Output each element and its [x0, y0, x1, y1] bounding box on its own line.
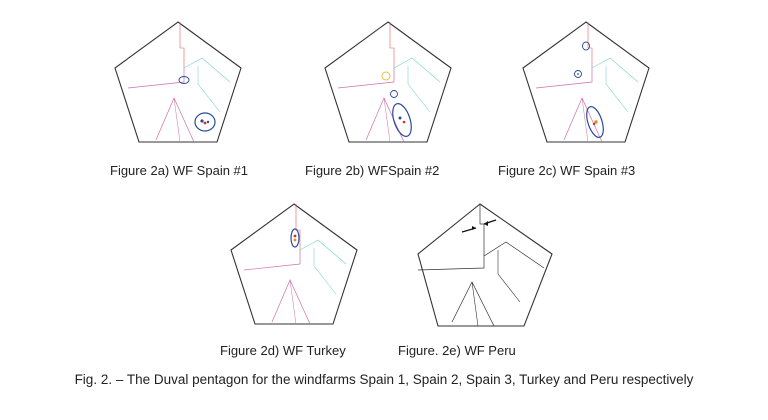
figure-2e — [412, 198, 562, 338]
figure-2d — [224, 196, 364, 336]
data-point — [293, 234, 297, 238]
duval-pentagon-spain-1 — [114, 21, 242, 143]
main-figure-caption: Fig. 2. – The Duval pentagon for the win… — [74, 372, 694, 387]
duval-pentagon-peru — [417, 203, 553, 327]
zone-boundary-cyan — [591, 57, 639, 83]
zone-boundary — [479, 204, 485, 256]
data-point — [398, 116, 402, 120]
caption-2d: Figure 2d) WF Turkey — [220, 343, 346, 358]
marker-circle — [390, 90, 398, 98]
duval-pentagon-turkey — [230, 203, 358, 325]
duval-pentagon-spain-2 — [324, 21, 452, 143]
zone-boundary-pink — [127, 68, 185, 89]
data-point — [206, 120, 210, 124]
zone-boundary-pink — [535, 68, 593, 89]
zone-boundary-pink — [243, 250, 301, 271]
marker-circle-top — [582, 41, 590, 51]
zone-boundary-cyan — [299, 239, 347, 265]
caption-2a: Figure 2a) WF Spain #1 — [110, 163, 249, 178]
zone-boundary-pink-3 — [173, 97, 181, 143]
zone-boundary-cyan-2 — [197, 66, 221, 113]
zone-boundary-pink — [337, 68, 395, 89]
caption-2c: Figure 2c) WF Spain #3 — [498, 163, 636, 178]
zone-boundary — [471, 281, 479, 327]
zone-boundary-red — [389, 22, 395, 68]
zone-boundary-red — [179, 22, 185, 68]
zone-boundary-cyan-2 — [605, 66, 629, 113]
zone-boundary — [483, 241, 545, 269]
zone-boundary-cyan-2 — [407, 66, 431, 113]
pentagon-outline — [417, 203, 553, 327]
cluster-ellipse — [290, 228, 300, 248]
zone-boundary-cyan — [183, 57, 231, 83]
zone-boundary-red — [295, 204, 301, 250]
cluster-ellipse — [392, 103, 412, 137]
zone-boundary-pink-3 — [289, 279, 297, 325]
marker-circle — [178, 76, 190, 84]
data-point — [594, 120, 598, 124]
zone-boundary-cyan — [393, 57, 441, 83]
pentagon-outline — [324, 21, 452, 143]
data-point — [200, 119, 204, 123]
cluster-ellipse — [586, 106, 604, 138]
arrow-right-head — [484, 221, 488, 226]
data-point — [402, 120, 406, 124]
caption-2e: Figure. 2e) WF Peru — [398, 343, 516, 358]
duval-pentagon-spain-3 — [522, 21, 650, 143]
zone-boundary-pink-3 — [581, 97, 589, 143]
zone-boundary — [497, 250, 521, 303]
figure-2b — [318, 14, 458, 154]
marker-circle — [574, 70, 582, 78]
data-point — [577, 73, 579, 75]
figure-2a — [108, 14, 248, 154]
pentagon-outline — [522, 21, 650, 143]
data-point — [293, 238, 297, 242]
zone-boundary — [417, 256, 485, 271]
caption-2b: Figure 2b) WFSpain #2 — [305, 163, 440, 178]
zone-boundary-cyan-2 — [313, 248, 337, 295]
data-point — [592, 122, 596, 126]
data-point — [203, 121, 207, 125]
zone-boundary-pink-3 — [383, 97, 391, 143]
pentagon-outline — [114, 21, 242, 143]
arrow-left-head — [472, 226, 476, 230]
figure-2c — [516, 14, 656, 154]
cluster-ellipse — [194, 112, 216, 132]
pentagon-outline — [230, 203, 358, 325]
marker-circle-yellow — [381, 71, 391, 81]
zone-boundary-red — [587, 22, 593, 68]
